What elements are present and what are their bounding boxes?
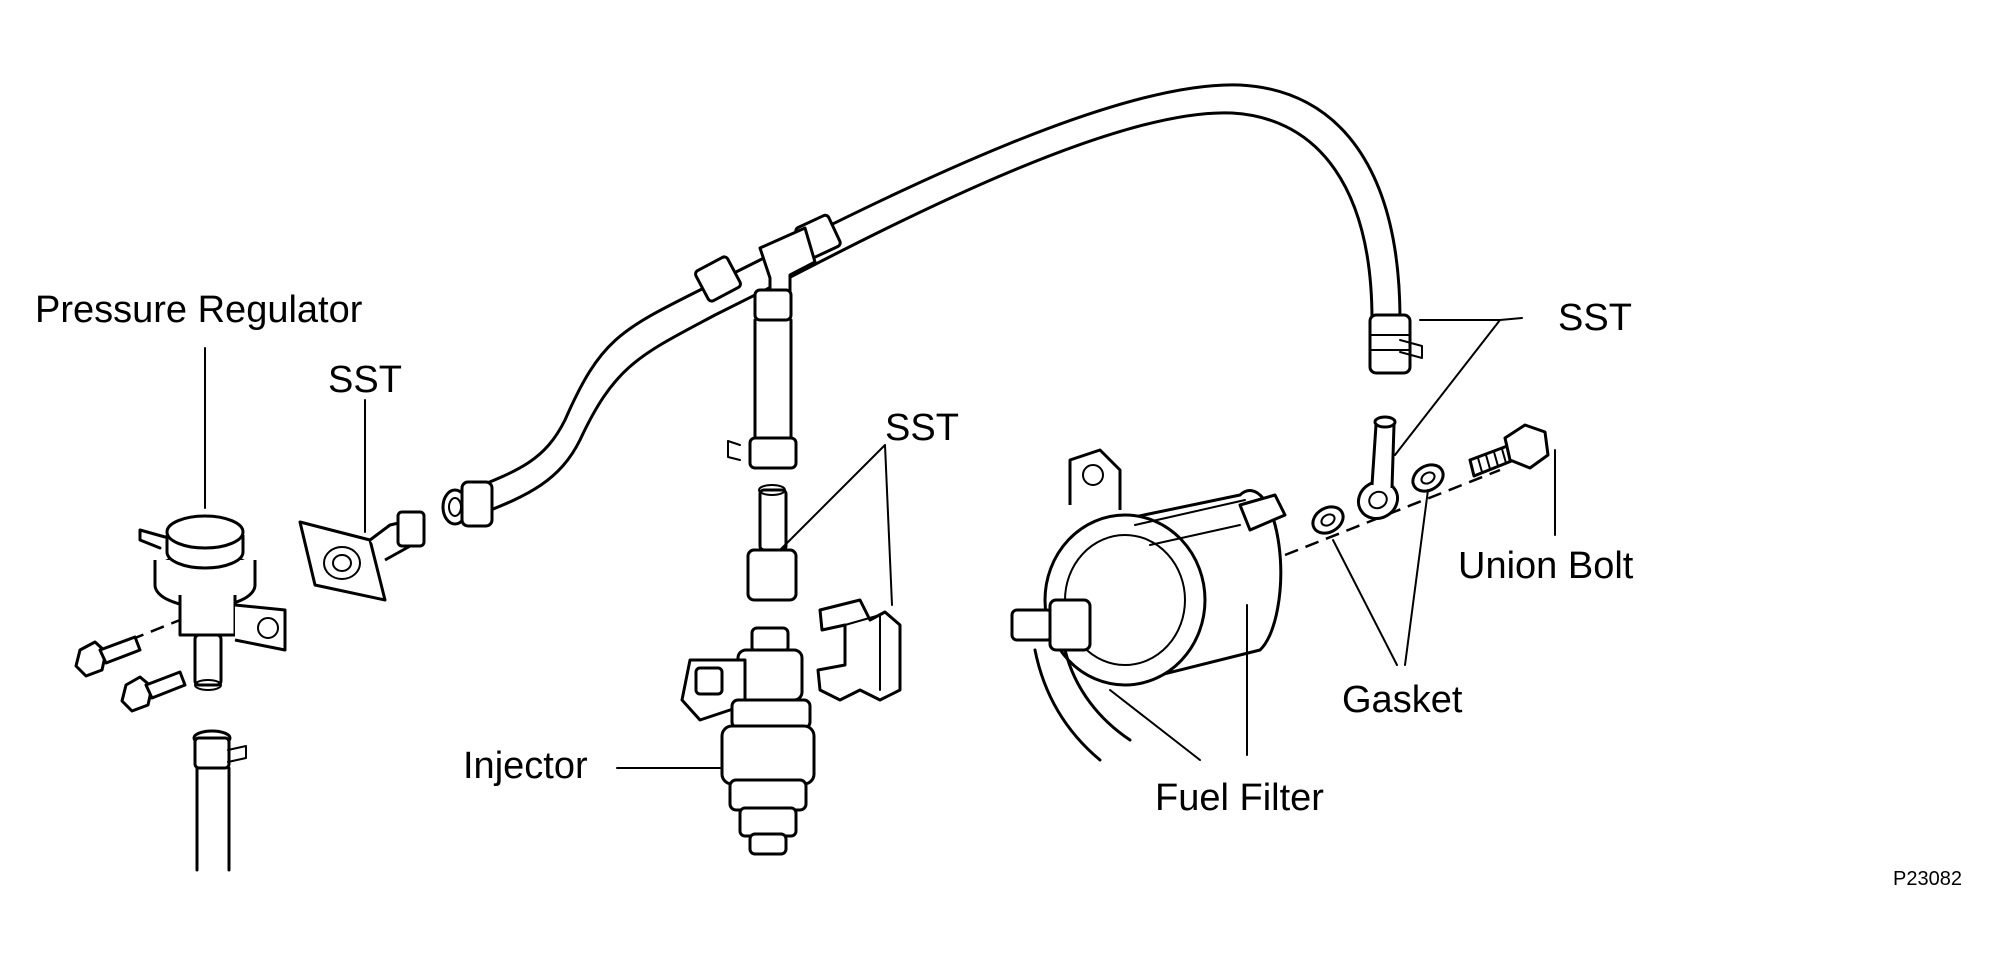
pressure-regulator	[138, 514, 287, 872]
label-injector: Injector	[463, 745, 588, 787]
injector	[680, 626, 816, 856]
figure-code: P23082	[1893, 868, 1962, 890]
label-sst-injector: SST	[885, 407, 959, 449]
fuel-hose	[441, 83, 1423, 528]
label-fuel-filter: Fuel Filter	[1155, 777, 1324, 819]
leader-lines	[204, 317, 1556, 769]
label-sst-hose: SST	[1558, 297, 1632, 339]
union-assembly	[1284, 415, 1550, 557]
label-pressure-regulator: Pressure Regulator	[35, 289, 363, 331]
label-sst-regulator: SST	[328, 359, 402, 401]
label-gasket: Gasket	[1342, 679, 1463, 721]
label-union-bolt: Union Bolt	[1458, 545, 1634, 587]
fuel-filter	[1010, 448, 1287, 762]
regulator-bolts	[74, 618, 187, 713]
tee-joint	[727, 226, 817, 602]
regulator-sst-adapter	[298, 510, 426, 602]
injector-clip-sst	[816, 598, 902, 702]
